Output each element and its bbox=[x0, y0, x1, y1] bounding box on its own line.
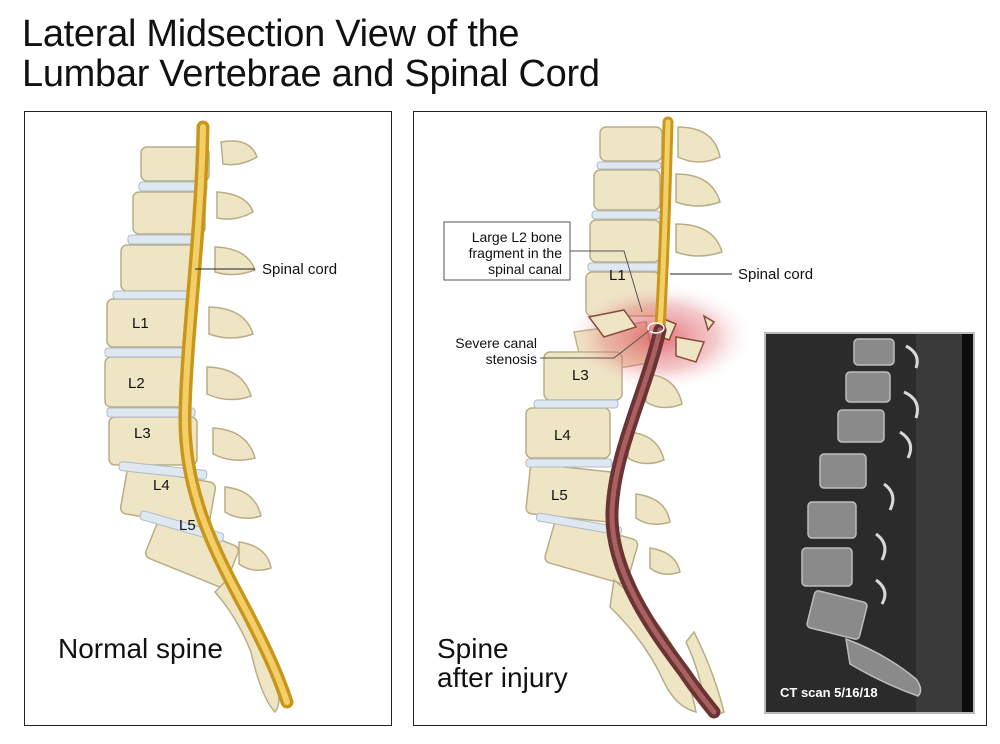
bone-fragment bbox=[702, 314, 716, 332]
vertebra bbox=[599, 126, 663, 162]
spinous-process bbox=[677, 126, 721, 163]
ct-scan-image: CT scan 5/16/18 bbox=[764, 332, 975, 714]
injured-spine-caption-line-1: Spine bbox=[437, 633, 509, 664]
title-line-2: Lumbar Vertebrae and Spinal Cord bbox=[22, 53, 600, 95]
vertebra bbox=[593, 169, 661, 211]
spinous-process bbox=[214, 246, 256, 276]
fragment-label-line-2: fragment in the bbox=[469, 245, 563, 261]
page-title: Lateral Midsection View of the Lumbar Ve… bbox=[22, 14, 600, 94]
spinous-process bbox=[627, 431, 665, 465]
ct-vertebra bbox=[845, 371, 891, 403]
bone-fragment bbox=[675, 336, 706, 363]
ct-vertebra bbox=[801, 547, 853, 587]
ct-air bbox=[962, 334, 973, 712]
ct-vertebra bbox=[837, 409, 885, 443]
vertebra-l2 bbox=[104, 356, 192, 408]
spinous-processes bbox=[627, 126, 723, 575]
cord-label: Spinal cord bbox=[262, 261, 337, 278]
ct-process bbox=[875, 578, 887, 605]
normal-spine-caption: Normal spine bbox=[58, 633, 223, 664]
label-l1: L1 bbox=[132, 315, 149, 332]
spinous-process bbox=[206, 366, 252, 401]
spinous-processes bbox=[206, 140, 272, 571]
spinous-process bbox=[675, 173, 721, 207]
fragment-label-line-1: Large L2 bone bbox=[472, 229, 563, 245]
stenosis-label-line-2: stenosis bbox=[486, 351, 537, 367]
disc bbox=[533, 399, 619, 409]
injured-spine-panel: Large L2 bone fragment in the spinal can… bbox=[413, 111, 987, 726]
injured-spinal-cord-highlight bbox=[609, 327, 717, 715]
disc bbox=[106, 407, 196, 418]
spinous-process bbox=[645, 373, 683, 409]
stenosis-label: Severe canal stenosis bbox=[455, 335, 537, 367]
vertebra-l1 bbox=[106, 298, 192, 348]
cord-label: Spinal cord bbox=[738, 266, 813, 283]
ct-vertebrae bbox=[801, 338, 922, 697]
ct-process bbox=[903, 390, 919, 419]
ct-scan-rendering bbox=[766, 334, 973, 712]
label-l2: L2 bbox=[128, 375, 145, 392]
ct-vertebra bbox=[819, 453, 867, 489]
injured-spine-caption-line-2: after injury bbox=[437, 662, 568, 693]
fragment-label-leader bbox=[570, 250, 643, 313]
spinous-process bbox=[238, 541, 272, 571]
label-l3: L3 bbox=[572, 367, 589, 384]
label-l1: L1 bbox=[609, 267, 626, 284]
disc bbox=[535, 512, 623, 536]
spinous-process bbox=[635, 493, 671, 525]
label-l3: L3 bbox=[134, 425, 151, 442]
sacrum bbox=[609, 578, 697, 714]
ct-vertebra bbox=[807, 501, 857, 539]
spinous-process bbox=[224, 486, 262, 519]
spinous-process bbox=[212, 427, 256, 461]
stenosis-label-line-1: Severe canal bbox=[455, 335, 537, 351]
fragment-label-line-3: spinal canal bbox=[488, 261, 562, 277]
disc bbox=[596, 161, 662, 170]
normal-spine-illustration: Spinal cord L1 L2 L3 L4 L5 bbox=[104, 120, 337, 714]
ct-sacrum bbox=[845, 637, 922, 697]
label-l5: L5 bbox=[551, 487, 568, 504]
spinal-cord-highlight bbox=[181, 124, 290, 705]
fragment-label: Large L2 bone fragment in the spinal can… bbox=[469, 229, 563, 277]
label-l5: L5 bbox=[179, 517, 196, 534]
vertebra-t11 bbox=[140, 146, 210, 182]
spinous-process bbox=[220, 140, 258, 166]
title-line-1: Lateral Midsection View of the bbox=[22, 13, 520, 55]
disc bbox=[525, 458, 613, 468]
disc bbox=[112, 290, 196, 300]
normal-spine-panel: Spinal cord L1 L2 L3 L4 L5 Normal spine bbox=[24, 111, 392, 726]
ct-process bbox=[905, 344, 919, 369]
vertebra-labels: L1 L2 L3 L4 L5 bbox=[128, 315, 196, 534]
stenosis-marker bbox=[647, 322, 665, 334]
vertebra-labels: L1 L3 L4 L5 bbox=[551, 267, 626, 504]
label-l4: L4 bbox=[554, 427, 571, 444]
fragment-label-box bbox=[443, 221, 571, 281]
label-l4: L4 bbox=[153, 477, 170, 494]
injured-spine-illustration: Large L2 bone fragment in the spinal can… bbox=[443, 116, 813, 719]
ct-process bbox=[899, 430, 913, 459]
spinal-cord-upper-highlight bbox=[657, 119, 671, 330]
ct-process bbox=[883, 482, 895, 511]
spinous-process bbox=[649, 547, 681, 575]
disc bbox=[104, 347, 192, 358]
spinous-process bbox=[675, 223, 723, 257]
intervertebral-discs bbox=[525, 161, 662, 536]
ct-vertebra bbox=[853, 338, 895, 366]
disc bbox=[591, 210, 661, 220]
stenosis-label-leader bbox=[540, 329, 651, 359]
ct-scan-label: CT scan 5/16/18 bbox=[780, 685, 878, 700]
ct-vertebra bbox=[806, 590, 868, 640]
spinous-process bbox=[208, 306, 254, 339]
ct-process bbox=[875, 532, 887, 561]
spinous-process bbox=[216, 191, 254, 220]
ct-posterior-elements bbox=[875, 344, 919, 605]
bone-fragment bbox=[587, 309, 638, 338]
